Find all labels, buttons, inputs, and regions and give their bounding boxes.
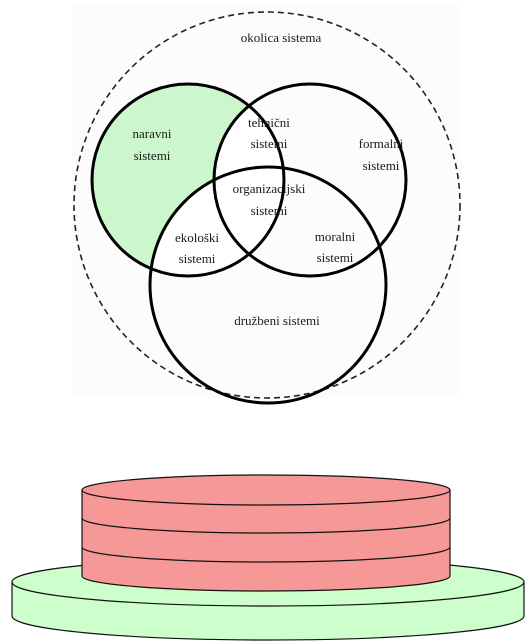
- stacked-layers: [81, 474, 451, 592]
- layer-divider-upper: [81, 517, 451, 534]
- moral-systems-label-2: sistemi: [317, 250, 354, 265]
- formal-systems-label-1: formalni: [359, 136, 404, 151]
- natural-systems-label-1: naravni: [133, 126, 172, 141]
- layer-divider-lower: [81, 546, 451, 563]
- natural-systems-circle: [90, 82, 286, 278]
- environment-label: okolica sistema: [241, 30, 322, 45]
- technical-systems-label-1: tehnični: [248, 115, 290, 130]
- ecological-systems-label-1: ekološki: [175, 230, 219, 245]
- ecological-systems-label-2: sistemi: [179, 251, 216, 266]
- natural-systems-label-2: sistemi: [134, 148, 171, 163]
- environment-dashed-circle: [73, 11, 461, 399]
- formal-systems-label-2: sistemi: [363, 158, 400, 173]
- natural-systems-highlight: [92, 84, 284, 276]
- social-systems-label: družbeni sistemi: [234, 313, 320, 328]
- social-systems-circle: [148, 165, 388, 405]
- moral-systems-label-1: moralni: [315, 229, 356, 244]
- organizational-systems-label-2: sistemi: [251, 203, 288, 218]
- organizational-systems-label-1: organizacijski: [233, 181, 306, 196]
- top-layer-surface: [81, 474, 451, 506]
- technical-systems-label-2: sistemi: [251, 136, 288, 151]
